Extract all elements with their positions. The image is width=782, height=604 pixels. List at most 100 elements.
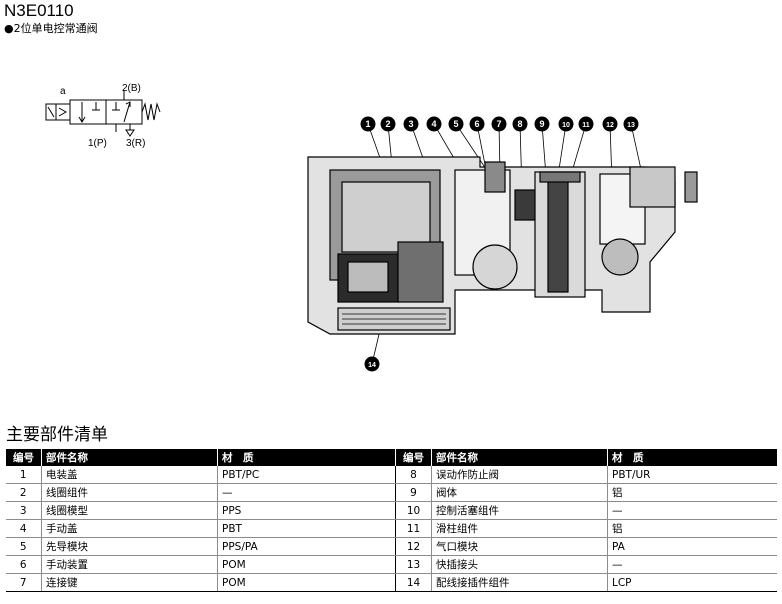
callout-number: 14 [368, 362, 376, 369]
control-piston [539, 171, 581, 183]
callout-badge [403, 116, 419, 132]
part-number: 1 [5, 466, 42, 484]
col-number: 编号 [395, 449, 432, 466]
part-material: — [217, 483, 396, 502]
part-number: 9 [395, 483, 432, 502]
valve-envelope-1 [69, 99, 107, 125]
valve-description: 2位单电控常通阀 [13, 22, 98, 35]
part-number: 14 [395, 573, 432, 592]
part-material: PBT [217, 519, 396, 538]
part-material: — [607, 555, 777, 574]
part-number: 6 [5, 555, 42, 574]
part-number: 7 [5, 573, 42, 592]
part-material: PA [607, 537, 777, 556]
part-name: 误动作防止阀 [431, 466, 608, 484]
callout-number: 10 [562, 122, 570, 129]
label-port-1p: 1(P) [88, 138, 107, 149]
part-name: 配线接插件组件 [431, 573, 608, 592]
part-material: PPS [217, 501, 396, 520]
part-name: 线圈模型 [41, 501, 218, 520]
callout-badge [426, 116, 442, 132]
callout-badge [602, 116, 618, 132]
part-name: 线圈组件 [41, 483, 218, 502]
callout-badge [364, 356, 380, 372]
callout-badge [448, 116, 464, 132]
part-material: 铝 [607, 483, 777, 502]
col-part-name: 部件名称 [41, 449, 218, 466]
manual-override-symbol [55, 103, 71, 121]
part-number: 8 [395, 466, 432, 484]
part-name: 连接键 [41, 573, 218, 592]
part-number: 3 [5, 501, 42, 520]
col-material: 材 质 [217, 449, 396, 466]
parts-table-header: 编号 部件名称 材 质 编号 部件名称 材 质 [5, 449, 777, 466]
callout-badge [534, 116, 550, 132]
one-touch-fitting [629, 166, 676, 208]
page-subtitle: ●2位单电控常通阀 [4, 20, 98, 36]
part-number: 5 [5, 537, 42, 556]
part-name: 手动装置 [41, 555, 218, 574]
callout-number: 3 [408, 119, 413, 129]
col-number: 编号 [5, 449, 42, 466]
part-material: PPS/PA [217, 537, 396, 556]
part-number: 13 [395, 555, 432, 574]
label-port-2b: 2(B) [122, 83, 141, 94]
part-name: 阀体 [431, 483, 608, 502]
part-material: PBT/PC [217, 466, 396, 484]
pilot-block [397, 241, 444, 303]
callout-number: 7 [496, 119, 501, 129]
callout-badge [578, 116, 594, 132]
callout-number: 12 [606, 122, 614, 129]
spool-assembly [547, 176, 569, 293]
callout-badge [491, 116, 507, 132]
part-number: 10 [395, 501, 432, 520]
part-name: 气口模块 [431, 537, 608, 556]
parts-list-heading: 主要部件清单 [6, 425, 108, 445]
part-material: PBT/UR [607, 466, 777, 484]
part-number: 2 [5, 483, 42, 502]
callout-number: 2 [385, 119, 390, 129]
callout-number: 9 [539, 119, 544, 129]
col-material: 材 质 [607, 449, 777, 466]
part-material: LCP [607, 573, 777, 592]
part-number: 11 [395, 519, 432, 538]
callout-number: 8 [517, 119, 522, 129]
page-title: N3E0110 [4, 1, 74, 20]
callout-number: 11 [582, 122, 590, 129]
part-name: 电装盖 [41, 466, 218, 484]
callout-badge [512, 116, 528, 132]
label-port-3r: 3(R) [126, 138, 145, 149]
bullet-icon: ● [4, 22, 14, 35]
part-material: POM [217, 573, 396, 592]
part-name: 滑柱组件 [431, 519, 608, 538]
callout-badge [469, 116, 485, 132]
part-material: POM [217, 555, 396, 574]
callout-badge [360, 116, 376, 132]
callout-badge [380, 116, 396, 132]
callout-number: 13 [627, 122, 635, 129]
part-number: 4 [5, 519, 42, 538]
col-part-name: 部件名称 [431, 449, 608, 466]
part-name: 快插接头 [431, 555, 608, 574]
callout-number: 4 [431, 119, 436, 129]
label-a: a [60, 86, 66, 97]
spring-symbol [141, 102, 161, 121]
callout-badge [623, 116, 639, 132]
callout-number: 5 [453, 119, 458, 129]
part-name: 先导模块 [41, 537, 218, 556]
valve-symbol-diagram: a 2(B) 1(P) 3(R) [45, 83, 161, 149]
part-material: 铝 [607, 519, 777, 538]
callout-number: 6 [474, 119, 479, 129]
connecting-key [484, 161, 506, 193]
callout-number: 1 [365, 119, 370, 129]
callout-badge [558, 116, 574, 132]
part-number: 12 [395, 537, 432, 556]
